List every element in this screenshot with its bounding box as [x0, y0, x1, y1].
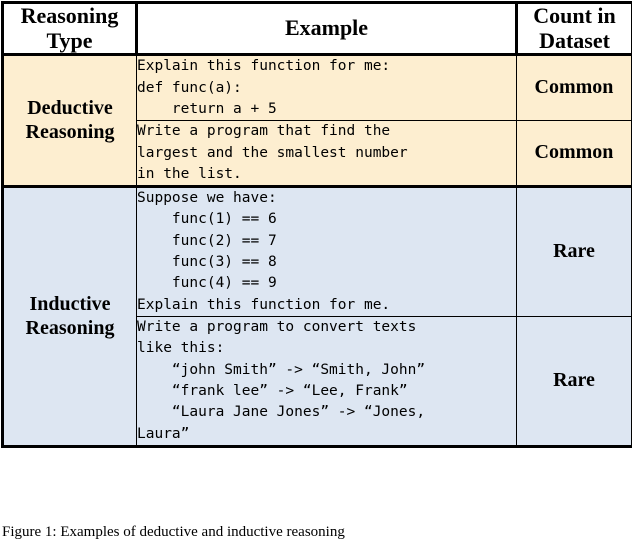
column-header-reasoning-type-line1: Reasoning [4, 4, 135, 29]
reasoning-type-cell-inductive: Inductive Reasoning [3, 187, 137, 447]
table-body: Deductive Reasoning Explain this functio… [3, 55, 632, 447]
count-cell: Rare [517, 187, 632, 317]
table-header: Reasoning Type Example Count in Dataset [3, 3, 632, 55]
table-row: Inductive Reasoning Suppose we have: fun… [3, 187, 632, 317]
column-header-example: Example [137, 3, 517, 55]
column-header-count-in-dataset: Count in Dataset [517, 3, 632, 55]
column-header-count-line1: Count in [518, 4, 631, 29]
reasoning-type-deductive-line1: Deductive [4, 97, 136, 121]
figure-caption: Figure 1: Examples of deductive and indu… [2, 523, 630, 541]
reasoning-type-deductive-line2: Reasoning [4, 121, 136, 145]
reasoning-examples-table: Reasoning Type Example Count in Dataset … [1, 1, 632, 448]
example-cell: Explain this function for me: def func(a… [137, 55, 517, 121]
column-header-count-line2: Dataset [518, 29, 631, 54]
reasoning-type-cell-deductive: Deductive Reasoning [3, 55, 137, 187]
reasoning-type-inductive-line1: Inductive [4, 293, 136, 317]
count-cell: Common [517, 121, 632, 187]
column-header-reasoning-type: Reasoning Type [3, 3, 137, 55]
example-cell: Write a program to convert texts like th… [137, 317, 517, 447]
example-cell: Suppose we have: func(1) == 6 func(2) ==… [137, 187, 517, 317]
table-row: Deductive Reasoning Explain this functio… [3, 55, 632, 121]
header-row: Reasoning Type Example Count in Dataset [3, 3, 632, 55]
count-cell: Rare [517, 317, 632, 447]
reasoning-type-inductive-line2: Reasoning [4, 317, 136, 341]
column-header-reasoning-type-line2: Type [4, 29, 135, 54]
count-cell: Common [517, 55, 632, 121]
example-cell: Write a program that find the largest an… [137, 121, 517, 187]
